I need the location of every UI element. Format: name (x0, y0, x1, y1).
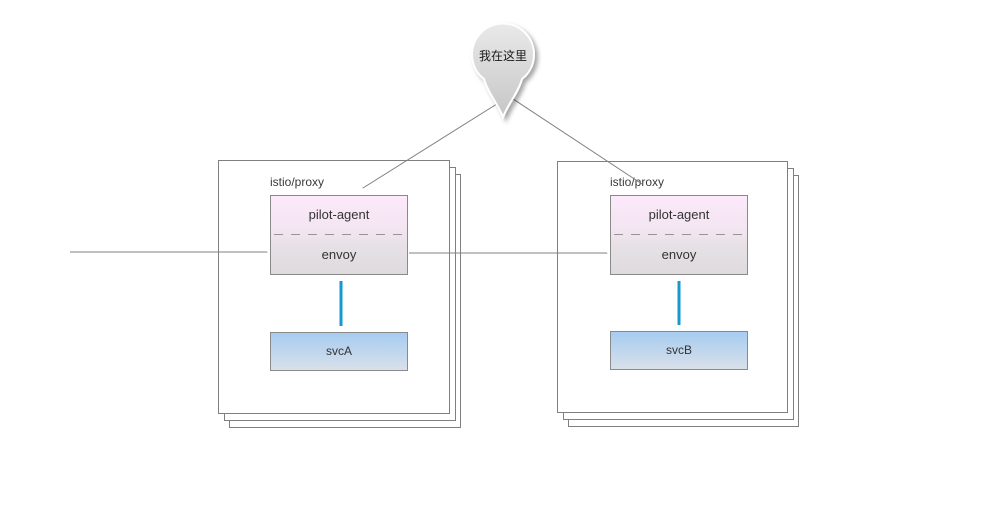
svca-box: svcA (270, 332, 408, 371)
right-pilot-agent-box: pilot-agent (648, 207, 710, 222)
balloon-label: 我在这里 (478, 49, 527, 63)
left-sidecar-node: pilot-agent envoy (270, 195, 408, 275)
right-envoy-box: envoy (661, 247, 697, 262)
dashed-divider (274, 234, 404, 235)
dashed-divider (614, 234, 744, 235)
location-pin-icon (471, 22, 535, 120)
right-istio-proxy-label: istio/proxy (610, 175, 665, 189)
left-envoy-box: envoy (321, 247, 357, 262)
svcb-box: svcB (610, 331, 748, 370)
left-pilot-agent-box: pilot-agent (308, 207, 370, 222)
left-istio-proxy-label: istio/proxy (270, 175, 325, 189)
right-sidecar-node: pilot-agent envoy (610, 195, 748, 275)
